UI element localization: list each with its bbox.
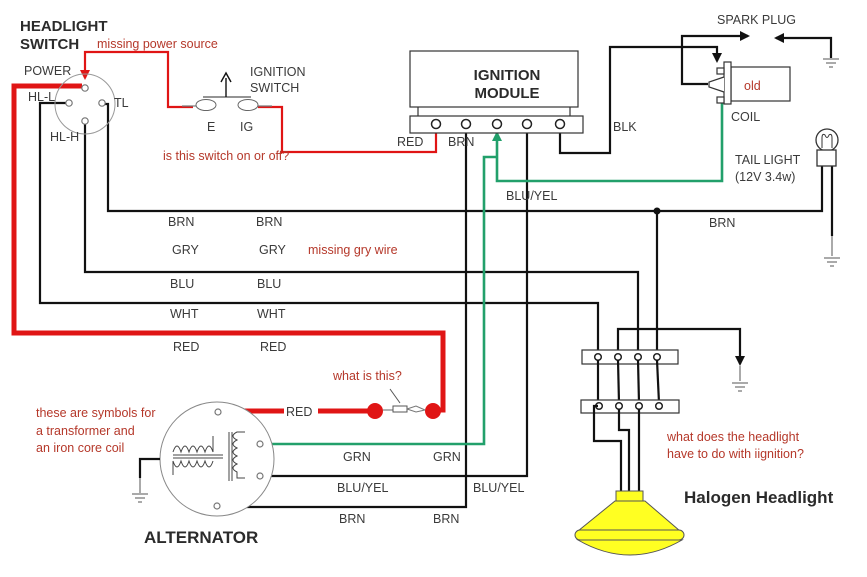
- wire-label: GRN: [343, 450, 371, 464]
- module-terminal-5[interactable]: [554, 118, 566, 130]
- terminal-block-upper: [581, 349, 679, 365]
- harness-label: BLU: [170, 277, 194, 291]
- headlight-switch-title: HEADLIGHT: [20, 18, 108, 35]
- ignition-switch[interactable]: [182, 71, 272, 111]
- terminal-hl-l[interactable]: [65, 99, 73, 107]
- coil-note: old: [744, 79, 761, 93]
- ignition-module-title: IGNITION: [474, 67, 541, 84]
- tail-light-label: TAIL LIGHT: [735, 153, 801, 167]
- harness-label: BRN: [168, 215, 194, 229]
- tail-light-spec: (12V 3.4w): [735, 170, 795, 184]
- connector-dot-right: [425, 403, 441, 419]
- wire-spark-ground: [774, 33, 833, 58]
- block-jumpers: [596, 359, 661, 404]
- spark-plug-label: SPARK PLUG: [717, 13, 796, 27]
- junction-dot: [653, 207, 661, 215]
- harness-label: WHT: [257, 307, 286, 321]
- ground-icon: [732, 382, 748, 392]
- headlight-leads: [592, 404, 641, 492]
- wire-red-main: [11, 83, 446, 413]
- alt-terminal-grn[interactable]: [256, 440, 264, 448]
- alt-terminal-brn[interactable]: [213, 502, 221, 510]
- ignition-module[interactable]: [409, 50, 584, 134]
- wire-red-ignition: [258, 105, 438, 154]
- annotation-symbols: an iron core coil: [36, 441, 124, 455]
- alternator-label: ALTERNATOR: [144, 528, 258, 547]
- wire-label: BLU/YEL: [337, 481, 388, 495]
- connector-dot-left: [367, 403, 383, 419]
- wire-label: BLU/YEL: [473, 481, 524, 495]
- wire-blk-coil: [558, 45, 722, 155]
- harness-label: RED: [260, 340, 286, 354]
- label-tl: TL: [114, 96, 129, 110]
- harness-label: RED: [173, 340, 199, 354]
- harness-label: GRY: [172, 243, 200, 257]
- fuse-symbol[interactable]: [383, 388, 426, 413]
- label-hl-l: HL-L: [28, 90, 55, 104]
- alt-terminal-red[interactable]: [214, 408, 222, 416]
- terminal-tl[interactable]: [98, 99, 106, 107]
- module-terminal-2[interactable]: [460, 118, 472, 130]
- wire-label: BRN: [709, 216, 735, 230]
- module-terminal-1[interactable]: [430, 118, 442, 130]
- wire-gry: [83, 124, 640, 354]
- wire-label: BRN: [339, 512, 365, 526]
- ground-icon: [823, 58, 839, 68]
- annotation-symbols: a transformer and: [36, 424, 135, 438]
- wire-brn-tail: [104, 102, 824, 213]
- coil-label: COIL: [731, 110, 760, 124]
- tail-light-bulb-icon[interactable]: [815, 128, 839, 167]
- terminal-hl-h[interactable]: [81, 117, 89, 125]
- headlight-switch[interactable]: [54, 73, 116, 135]
- ignition-module-title: MODULE: [475, 85, 540, 102]
- label-terminal-ig: IG: [240, 120, 253, 134]
- module-terminal-4[interactable]: [521, 118, 533, 130]
- harness-label: BLU: [257, 277, 281, 291]
- annotation-switch-state: is this switch on or off?: [163, 149, 289, 163]
- headlight-label: Halogen Headlight: [684, 488, 834, 507]
- label-power: POWER: [24, 64, 71, 78]
- annotation-missing-gry: missing gry wire: [308, 243, 398, 257]
- wire-red-power-feed: [80, 50, 193, 109]
- headlight-switch-title: SWITCH: [20, 36, 79, 53]
- module-terminal-3[interactable]: [491, 118, 503, 130]
- harness-label: GRY: [259, 243, 287, 257]
- wire-blu: [38, 101, 600, 354]
- ground-icon: [824, 257, 840, 267]
- wire-brn-alternator: [219, 128, 468, 509]
- wire-alternator-ground: [138, 457, 160, 478]
- alternator[interactable]: [159, 401, 275, 517]
- terminal-block-lower: [580, 399, 680, 414]
- wire-blu-yel-alternator: [263, 128, 529, 478]
- wire-spark-plug: [680, 31, 750, 86]
- annotation-missing-power: missing power source: [97, 37, 218, 51]
- wire-label: BLK: [613, 120, 637, 134]
- wire-label: BRN: [448, 135, 474, 149]
- wire-label: BRN: [433, 512, 459, 526]
- label-hl-h: HL-H: [50, 130, 79, 144]
- harness-label: WHT: [170, 307, 199, 321]
- alt-terminal-blu-yel[interactable]: [256, 472, 264, 480]
- ignition-switch-title: IGNITION: [250, 65, 306, 79]
- ignition-coil[interactable]: [708, 61, 791, 105]
- wire-label: RED: [397, 135, 423, 149]
- label-terminal-e: E: [207, 120, 215, 134]
- wire-grn-coil: [495, 103, 724, 183]
- switch-arrow-icon: [220, 71, 232, 83]
- annotation-headlight-question: what does the headlight: [666, 430, 800, 444]
- annotation-headlight-question: have to do with iignition?: [667, 447, 804, 461]
- ground-icon: [132, 493, 148, 503]
- terminal-power[interactable]: [81, 84, 89, 92]
- wire-label: BLU/YEL: [506, 189, 557, 203]
- wire-headlight-ground: [616, 327, 745, 366]
- wire-grn-alternator: [262, 155, 497, 446]
- wire-label: GRN: [433, 450, 461, 464]
- halogen-headlight-icon[interactable]: [574, 490, 685, 556]
- wire-label: RED: [286, 405, 312, 419]
- harness-label: BRN: [256, 215, 282, 229]
- annotation-what-is-this: what is this?: [332, 369, 402, 383]
- ignition-switch-title: SWITCH: [250, 81, 299, 95]
- annotation-symbols: these are symbols for: [36, 406, 156, 420]
